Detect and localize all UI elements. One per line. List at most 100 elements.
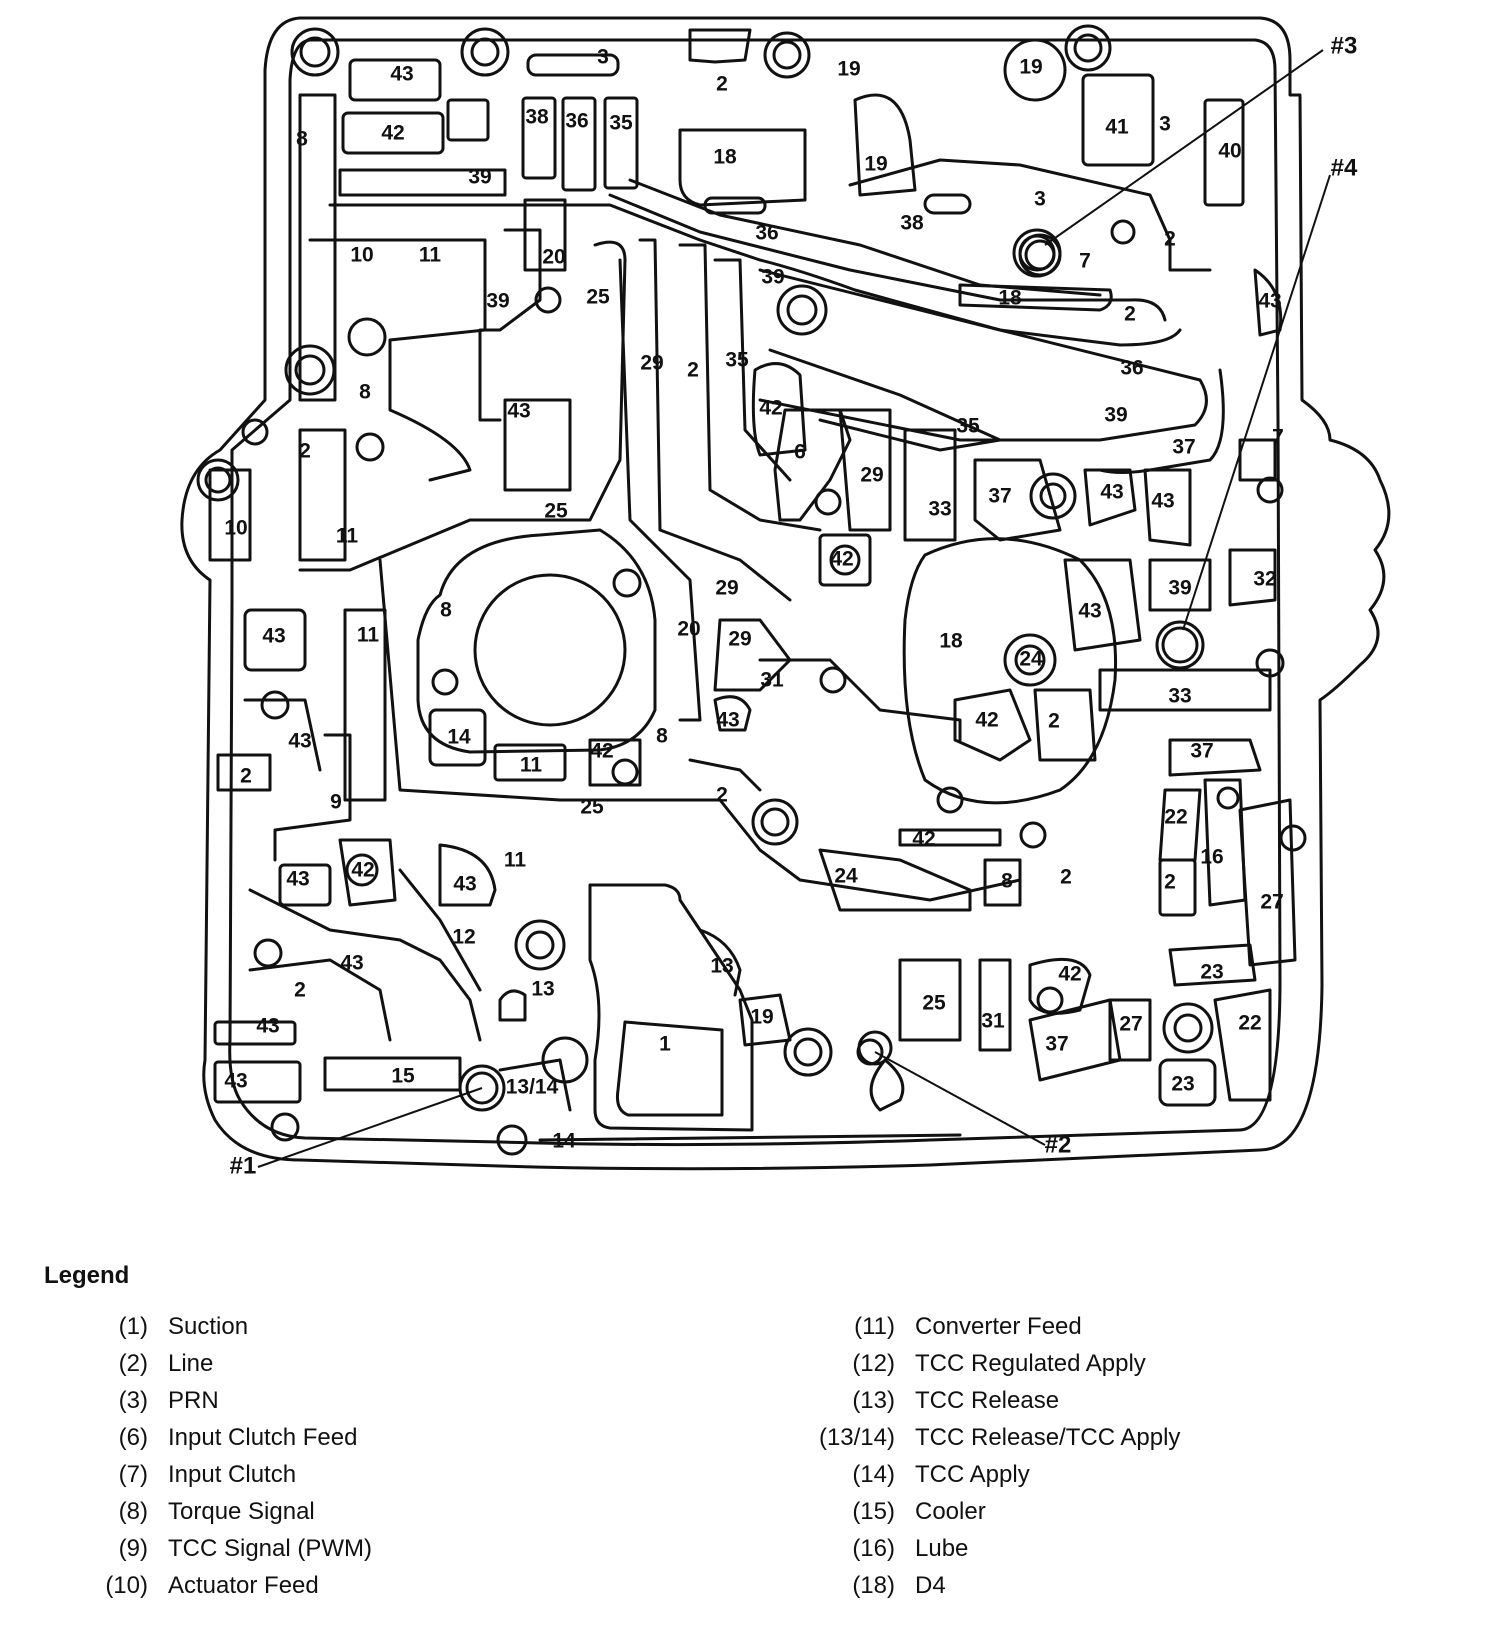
passage-label: 2	[716, 784, 728, 807]
bolt-hole	[470, 37, 500, 67]
passage-31	[758, 658, 962, 742]
accumulator-hub	[1003, 633, 1057, 687]
bolt-hole	[783, 1027, 833, 1077]
passage-label: 19	[750, 1006, 773, 1029]
pocket-36	[561, 96, 597, 192]
callout-label-group: #1#2#3#4	[230, 32, 1358, 1179]
legend-label: Cooler	[915, 1498, 986, 1525]
callout-label: #1	[230, 1152, 257, 1179]
passage-label: 24	[834, 865, 858, 888]
callout-label: #2	[1045, 1131, 1072, 1158]
pocket-42	[341, 111, 445, 155]
passage-24	[818, 848, 972, 912]
legend-code: (2)	[118, 1350, 148, 1377]
passage-label: 22	[1164, 806, 1187, 829]
bolt-hole	[793, 1037, 823, 1067]
passage-label: 2	[299, 440, 311, 463]
check-ball-3-ring	[1012, 228, 1062, 278]
legend-code: (11)	[854, 1313, 895, 1340]
check-ball-3	[1018, 234, 1056, 272]
passage-label: 11	[357, 624, 380, 647]
passage-3	[848, 158, 1212, 272]
pocket-3-top	[526, 53, 620, 77]
legend-code: (13/14)	[818, 1424, 895, 1451]
legend-item: (9)TCC Signal (PWM)	[119, 1530, 373, 1567]
legend-code: (18)	[852, 1572, 895, 1599]
passage-label: 2	[240, 765, 252, 788]
legend-item: (2)Line	[119, 1345, 372, 1382]
bolt-hole	[1279, 824, 1307, 852]
legend-item: (15)Cooler	[852, 1493, 1180, 1530]
passage-39c	[478, 228, 542, 422]
legend-item: (6)Input Clutch Feed	[119, 1419, 372, 1456]
legend-item: (7)Input Clutch	[119, 1456, 372, 1493]
passage-label: 37	[1190, 740, 1213, 763]
bolt-hole	[514, 919, 566, 971]
pocket-42d	[1028, 957, 1092, 1015]
passage-8b	[983, 858, 1022, 907]
passage-label: 19	[864, 153, 887, 176]
passage-label: 8	[296, 128, 308, 151]
pocket-36b	[703, 196, 767, 215]
pocket-13	[498, 989, 527, 1022]
passage	[608, 193, 1167, 322]
passage-12	[398, 868, 482, 992]
legend-label: D4	[915, 1572, 946, 1599]
bolt-hole	[1073, 33, 1103, 63]
bolt-hole	[1173, 1013, 1203, 1043]
passage-39d	[1148, 558, 1212, 612]
inner-outline	[228, 38, 1282, 1147]
bolt-hole	[936, 786, 964, 814]
passage-2e	[248, 958, 392, 1042]
legend-item: (14)TCC Apply	[852, 1456, 1180, 1493]
pocket-43-top	[348, 58, 442, 102]
legend-left-column: (1)Suction (2)Line (3)PRN (6)Input Clutc…	[105, 1308, 373, 1604]
check-ball-4-ring	[1155, 620, 1205, 670]
passage-2m	[678, 243, 822, 532]
passage-label: 25	[544, 500, 568, 523]
passage-14	[538, 1133, 962, 1142]
passage-label: 39	[1168, 577, 1191, 600]
passage-label: 20	[542, 246, 565, 269]
passage-label: 43	[453, 873, 476, 896]
passage-label: 43	[390, 63, 413, 86]
bolt-hole	[347, 317, 387, 357]
pocket-42-lower-ring	[345, 853, 379, 887]
legend-label: TCC Signal (PWM)	[168, 1535, 373, 1562]
passage-label: 43	[1078, 600, 1101, 623]
passage-label: 25	[586, 286, 610, 309]
callout-label: #4	[1331, 154, 1358, 181]
passage-29d	[713, 618, 792, 692]
legend-label: TCC Release	[915, 1387, 1060, 1414]
bolt-hole	[1216, 786, 1240, 810]
bolt-hole	[290, 27, 340, 77]
bolt-hole	[260, 690, 290, 720]
passage-7	[1238, 438, 1277, 482]
passage-label: 10	[224, 517, 247, 540]
passage-37c	[1168, 738, 1262, 777]
passage-label: 2	[716, 73, 728, 96]
bolt-hole	[355, 432, 385, 462]
passage-2f	[688, 758, 762, 792]
suction-chamber-inner	[616, 1020, 724, 1117]
passage-label: 11	[504, 849, 527, 872]
passage-label: 14	[447, 726, 471, 749]
check-ball-2	[856, 1038, 884, 1066]
callout-3-leader	[1044, 49, 1324, 246]
bolt-hole	[253, 938, 283, 968]
passage-label: 43	[716, 709, 739, 732]
passage-label: 36	[565, 110, 588, 133]
passage-label: 37	[1045, 1033, 1068, 1056]
passage-label: 3	[597, 46, 609, 69]
passage-bottom-chamber	[869, 1058, 905, 1112]
pocket-38	[521, 96, 557, 180]
passage-label: 15	[391, 1065, 415, 1088]
bolt-hole	[1064, 24, 1112, 72]
pocket-43-lower	[278, 863, 332, 907]
passage-label: 42	[1058, 963, 1081, 986]
passage-label: 6	[794, 441, 806, 464]
pocket-42-lower	[338, 838, 397, 907]
passage-label: 42	[590, 740, 613, 763]
pocket-19	[853, 93, 917, 197]
